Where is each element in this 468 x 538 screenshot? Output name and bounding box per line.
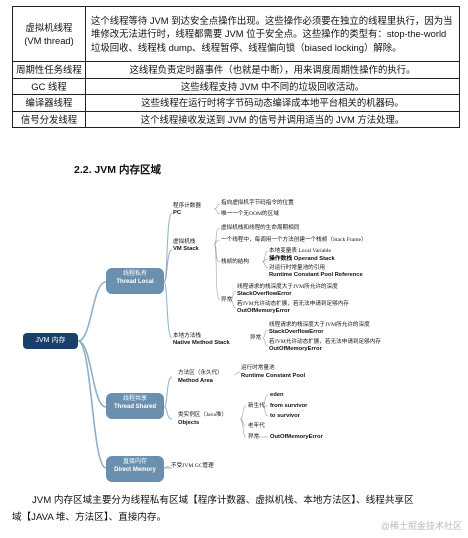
direct-memory-node: 直接内存 Direct Memory bbox=[106, 456, 164, 482]
exception-item: 线程请求的栈深度大于JVM所允许的深度 bbox=[237, 284, 338, 290]
young-gen-item: eden bbox=[270, 392, 284, 398]
exception-item: OutOfMemoryError bbox=[237, 308, 290, 314]
bracket-line bbox=[233, 371, 241, 376]
thread-name-cell: 虚拟机线程 (VM thread) bbox=[12, 6, 86, 62]
thread-shared-node: 线程共享 Thread Shared bbox=[106, 393, 164, 419]
branch-line bbox=[77, 281, 107, 342]
branch-line bbox=[163, 249, 173, 283]
exception-item: StackOverflowError bbox=[237, 291, 292, 297]
pc-item: 唯一一个无OOM的区域 bbox=[221, 211, 279, 217]
direct-memory-cn: 直接内存 bbox=[122, 459, 147, 465]
frame-item: 对运行时常量池的引用 bbox=[269, 265, 325, 271]
vm-stack-title-en: VM Stack bbox=[173, 246, 199, 252]
branch-line bbox=[77, 340, 107, 408]
jvm-memory-root-node: JVM 内存 bbox=[23, 333, 78, 349]
section-heading: 2.2. JVM 内存区域 bbox=[74, 164, 161, 176]
watermark: @稀土掘金技术社区 bbox=[380, 521, 462, 531]
exception-item: OutOfMemoryError bbox=[269, 346, 322, 352]
bracket-line bbox=[213, 227, 221, 301]
vm-stack-line: 一个线程中，每调用一个方法创建一个栈帧（Stack Frame） bbox=[221, 237, 367, 243]
vm-stack-title-cn: 虚拟机栈 bbox=[173, 239, 196, 245]
method-area-title-cn: 方法区（永久代） bbox=[178, 370, 223, 376]
method-area-item: Runtime Constant Pool bbox=[241, 373, 306, 379]
vm-stack-line: 虚拟机栈和线程的生命周期相同 bbox=[221, 225, 300, 231]
frame-item: 本地变量表 Local Variable bbox=[269, 248, 332, 254]
table-row: 信号分发线程 这个线程接收发送到 JVM 的信号并调用适当的 JVM 方法处理。 bbox=[12, 110, 460, 128]
thread-local-en: Thread Local bbox=[116, 279, 154, 285]
vm-stack-exception-label: 异常 bbox=[221, 297, 233, 303]
heap-exception-label: 异常 bbox=[248, 434, 260, 440]
method-area-item: 运行时常量池 bbox=[241, 365, 275, 371]
heap-title-en: Objects bbox=[178, 420, 200, 426]
heap-title-cn: 类实例区（Java堆） bbox=[178, 412, 228, 418]
bracket-line bbox=[239, 405, 247, 438]
thread-local-node: 线程私有 Thread Local bbox=[106, 268, 164, 294]
body-paragraph: JVM 内存区域主要分为线程私有区域【程序计数器、虚拟机栈、本地方法区】、线程共… bbox=[12, 492, 456, 526]
branch-line bbox=[163, 212, 173, 283]
bracket-line bbox=[261, 329, 269, 347]
thread-table: 虚拟机线程 (VM thread) 这个线程等待 JVM 到达安全点操作出现。这… bbox=[12, 6, 460, 128]
branch-line bbox=[163, 406, 173, 420]
exception-item: 若JVM允许动态扩展，若无法申请到足够内存 bbox=[269, 339, 381, 345]
bracket-line bbox=[229, 290, 237, 309]
native-stack-title-cn: 本地方法栈 bbox=[173, 333, 201, 339]
table-row: 周期性任务线程 这线程负责定时器事件（也就是中断），用来调度周期性操作的执行。 bbox=[12, 61, 460, 79]
direct-memory-item: 不受JVM GC管理 bbox=[171, 463, 214, 469]
frame-item: Runtime Constant Pool Reference bbox=[269, 272, 363, 278]
bracket-line bbox=[261, 250, 269, 269]
direct-memory-en: Direct Memory bbox=[114, 467, 156, 473]
pc-title-en: PC bbox=[173, 210, 182, 216]
young-gen-label: 新生代 bbox=[248, 403, 265, 409]
exception-item: 若JVM允许动态扩展，若无法申请到足够内存 bbox=[237, 301, 349, 307]
young-gen-item: to survivor bbox=[270, 413, 300, 419]
branch-line bbox=[163, 376, 173, 408]
bracket-line bbox=[261, 394, 269, 417]
method-area-title-en: Method Area bbox=[178, 378, 213, 384]
thread-shared-cn: 线程共享 bbox=[122, 396, 147, 402]
pc-item: 指向虚拟机字节码指令的位置 bbox=[221, 200, 294, 206]
exception-item: 线程请求的栈深度大于JVM所允许的深度 bbox=[269, 322, 370, 328]
branch-line bbox=[163, 281, 173, 339]
native-stack-title-en: Native Method Stack bbox=[173, 340, 230, 346]
native-exception-label: 异常 bbox=[250, 335, 262, 341]
pc-title-cn: 程序计数器 bbox=[173, 203, 201, 209]
thread-desc-cell: 这个线程接收发送到 JVM 的信号并调用适当的 JVM 方法处理。 bbox=[85, 110, 460, 128]
paragraph-line: JVM 内存区域主要分为线程私有区域【程序计数器、虚拟机栈、本地方法区】、线程共… bbox=[32, 495, 414, 506]
old-gen-label: 老年代 bbox=[248, 423, 265, 429]
young-gen-item: from survivor bbox=[270, 403, 308, 409]
table-row: 编译器线程 这些线程在运行时将字节码动态编译成本地平台相关的机器码。 bbox=[12, 94, 460, 112]
thread-desc-cell: 这个线程等待 JVM 到达安全点操作出现。这些操作必须要在独立的线程里执行，因为… bbox=[85, 6, 460, 62]
paragraph-line: 域【JAVA 堆、方法区】、直接内存。 bbox=[12, 512, 167, 523]
frame-item: 操作数栈 Operand Stack bbox=[269, 256, 335, 262]
thread-local-cn: 线程私有 bbox=[122, 271, 147, 277]
bracket-line bbox=[213, 203, 221, 215]
exception-item: StackOverflowError bbox=[269, 329, 324, 335]
branch-line bbox=[77, 340, 107, 469]
thread-shared-en: Thread Shared bbox=[113, 404, 156, 410]
table-row: 虚拟机线程 (VM thread) 这个线程等待 JVM 到达安全点操作出现。这… bbox=[12, 6, 460, 62]
frame-structure-label: 栈帧的结构 bbox=[221, 259, 249, 265]
heap-exception-item: OutOfMemoryError bbox=[270, 434, 323, 440]
